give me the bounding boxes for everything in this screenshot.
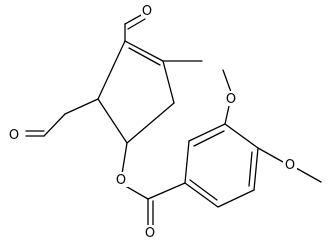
bond-ester-c4-o [121, 142, 128, 175]
bond-chain-1 [64, 98, 99, 115]
atom-o-carbonyl: O [143, 225, 157, 241]
bond-arom-2-double [193, 130, 225, 147]
atom-o-aldehyde-2: O [7, 127, 21, 143]
bond-ring-c3-c4 [126, 102, 175, 144]
atom-o-aldehyde-1: O [141, 3, 153, 19]
bond-ring-c2-c3 [162, 60, 175, 104]
bond-arom-4-double [248, 151, 253, 187]
bond-ring-c5-c1 [97, 40, 126, 100]
bond-ring-c4-c5 [97, 98, 128, 144]
bond-arom-1 [184, 140, 190, 184]
atom-o-ester: O [114, 172, 128, 188]
bond-arom-4 [253, 147, 259, 191]
bond-aldehyde-co-double [127, 18, 146, 30]
bond-meo4-o [257, 147, 284, 163]
atom-label: O [9, 128, 19, 143]
bond-arom-6-double [189, 179, 218, 201]
bond-arom-5 [217, 189, 255, 208]
atom-o-methoxy-4: O [283, 157, 297, 173]
bond-ring-c1-c2-double [128, 47, 161, 66]
bond-ester-c-ring [147, 182, 186, 200]
bond-aldehyde-co [124, 13, 144, 25]
atom-label: O [145, 226, 155, 241]
bond-meo3-c [222, 69, 232, 93]
atom-label: O [142, 4, 152, 19]
atom-label: O [116, 173, 126, 188]
bond-arom-2 [188, 123, 226, 142]
bond-arom-6 [184, 182, 219, 208]
atom-label: O [285, 158, 295, 173]
bond-meo3-o [224, 105, 230, 125]
bond-ring-c1-c2 [124, 40, 164, 62]
bond-arom-3 [224, 123, 259, 149]
atom-label: O [226, 92, 236, 107]
bond-chain-2 [43, 113, 66, 137]
bond-meo4-c [295, 167, 322, 183]
atom-o-methoxy-3: O [224, 91, 238, 107]
